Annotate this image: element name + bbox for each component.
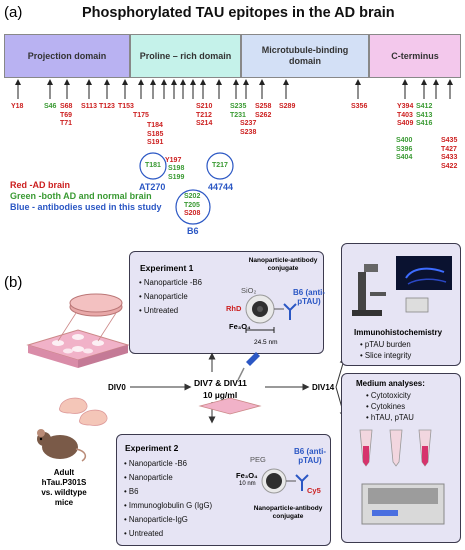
exp1-fe3o4-label: Fe₃O₄ bbox=[229, 322, 251, 331]
culture-plate-illustration bbox=[26, 293, 130, 368]
panel-b-label: (b) bbox=[4, 274, 23, 291]
exp2-fe3o4-label: Fe₃O₄ bbox=[236, 471, 258, 480]
panel-a-label: (a) bbox=[4, 4, 23, 21]
medium-title: Medium analyses: bbox=[356, 379, 425, 388]
legend-green: Green -both AD and normal brain bbox=[10, 191, 152, 201]
exp2-item: • Immunoglobulin G (IgG) bbox=[124, 501, 213, 510]
site-t175: T175 bbox=[133, 112, 149, 119]
experiment-2-title: Experiment 2 bbox=[125, 443, 179, 453]
exp1-sio2-label: SiO₂ bbox=[241, 286, 257, 295]
exp2-item: • Untreated bbox=[124, 529, 164, 538]
site-s289: S289 bbox=[279, 103, 296, 110]
site-t181: T181 bbox=[145, 162, 161, 169]
timeline-div0: DIV0 bbox=[108, 383, 126, 392]
timeline-div14: DIV14 bbox=[312, 383, 335, 392]
exp1-item: • Nanoparticle bbox=[139, 292, 188, 301]
nanoparticle-icon bbox=[245, 294, 297, 333]
medium-item: • Cytokines bbox=[366, 402, 406, 411]
experiment-2-box bbox=[116, 434, 331, 546]
exp2-peg-label: PEG bbox=[250, 455, 266, 464]
tubes-and-plate-reader-illustration bbox=[359, 429, 445, 525]
timeline-div7-11: DIV7 & DIV11 bbox=[194, 378, 247, 388]
ihc-item: • pTAU burden bbox=[360, 340, 411, 349]
exp2-conjugate-label: Nanoparticle-antibody conjugate bbox=[253, 505, 323, 520]
medium-item: • hTAU, pTAU bbox=[366, 413, 414, 422]
exp2-item: • Nanoparticle-IgG bbox=[124, 515, 188, 524]
site-s356: S356 bbox=[351, 103, 368, 110]
mouse-icon bbox=[37, 429, 87, 462]
exp2-size-label: 10 nm bbox=[239, 481, 256, 487]
microscope-illustration bbox=[352, 256, 452, 316]
epitope-arrows bbox=[15, 79, 453, 99]
nanoparticle-peg-icon bbox=[261, 468, 309, 494]
site-t217: T217 bbox=[212, 162, 228, 169]
epitope-circles bbox=[139, 152, 234, 225]
site-s113: S113 bbox=[81, 103, 97, 110]
site-y18: Y18 bbox=[11, 103, 24, 110]
exp1-rhd-label: RhD bbox=[226, 304, 242, 313]
brain-slices-icon bbox=[59, 397, 108, 426]
exp2-item: • B6 bbox=[124, 487, 139, 496]
medium-item: • Cytotoxicity bbox=[366, 391, 411, 400]
exp1-antibody-label: B6 (anti-pTAU) bbox=[293, 288, 325, 306]
site-t153: T153 bbox=[118, 103, 134, 110]
exp2-cy5-label: Cy5 bbox=[307, 486, 321, 495]
mice-label: Adult hTau.P301S vs. wildtype mice bbox=[41, 468, 87, 507]
experiment-1-title: Experiment 1 bbox=[140, 263, 194, 273]
panel-a-title: Phosphorylated TAU epitopes in the AD br… bbox=[82, 5, 395, 21]
antibody-44744: 44744 bbox=[208, 182, 234, 192]
experiment-1-box bbox=[129, 251, 324, 354]
c-terminus-domain: C-terminus bbox=[369, 34, 461, 78]
exp2-antibody-label: B6 (anti-pTAU) bbox=[294, 447, 326, 465]
exp2-item: • Nanoparticle bbox=[124, 473, 173, 482]
exp1-item: • Nanoparticle -B6 bbox=[139, 278, 202, 287]
site-y197: Y197 bbox=[165, 157, 182, 164]
timeline-dose: 10 µg/ml bbox=[203, 390, 238, 400]
legend-red: Red -AD brain bbox=[10, 180, 71, 190]
exp2-item: • Nanoparticle -B6 bbox=[124, 459, 187, 468]
ihc-title: Immunohistochemistry bbox=[354, 328, 443, 337]
legend-blue: Blue - antibodies used in this study bbox=[10, 202, 162, 212]
site-s46: S46 bbox=[44, 103, 57, 110]
antibody-b6: B6 bbox=[187, 226, 199, 236]
proline-rich-domain: Proline – rich domain bbox=[130, 34, 241, 78]
antibody-at270: AT270 bbox=[139, 182, 166, 192]
projection-domain: Projection domain bbox=[4, 34, 130, 78]
exp1-conjugate-label: Nanoparticle-antibody conjugate bbox=[248, 257, 318, 272]
site-t123: T123 bbox=[99, 103, 115, 110]
exp1-size-label: 24.5 nm bbox=[254, 339, 278, 346]
microtubule-binding-domain: Microtubule-binding domain bbox=[241, 34, 369, 78]
exp1-item: • Untreated bbox=[139, 306, 179, 315]
ihc-item: • Slice integrity bbox=[360, 351, 412, 360]
